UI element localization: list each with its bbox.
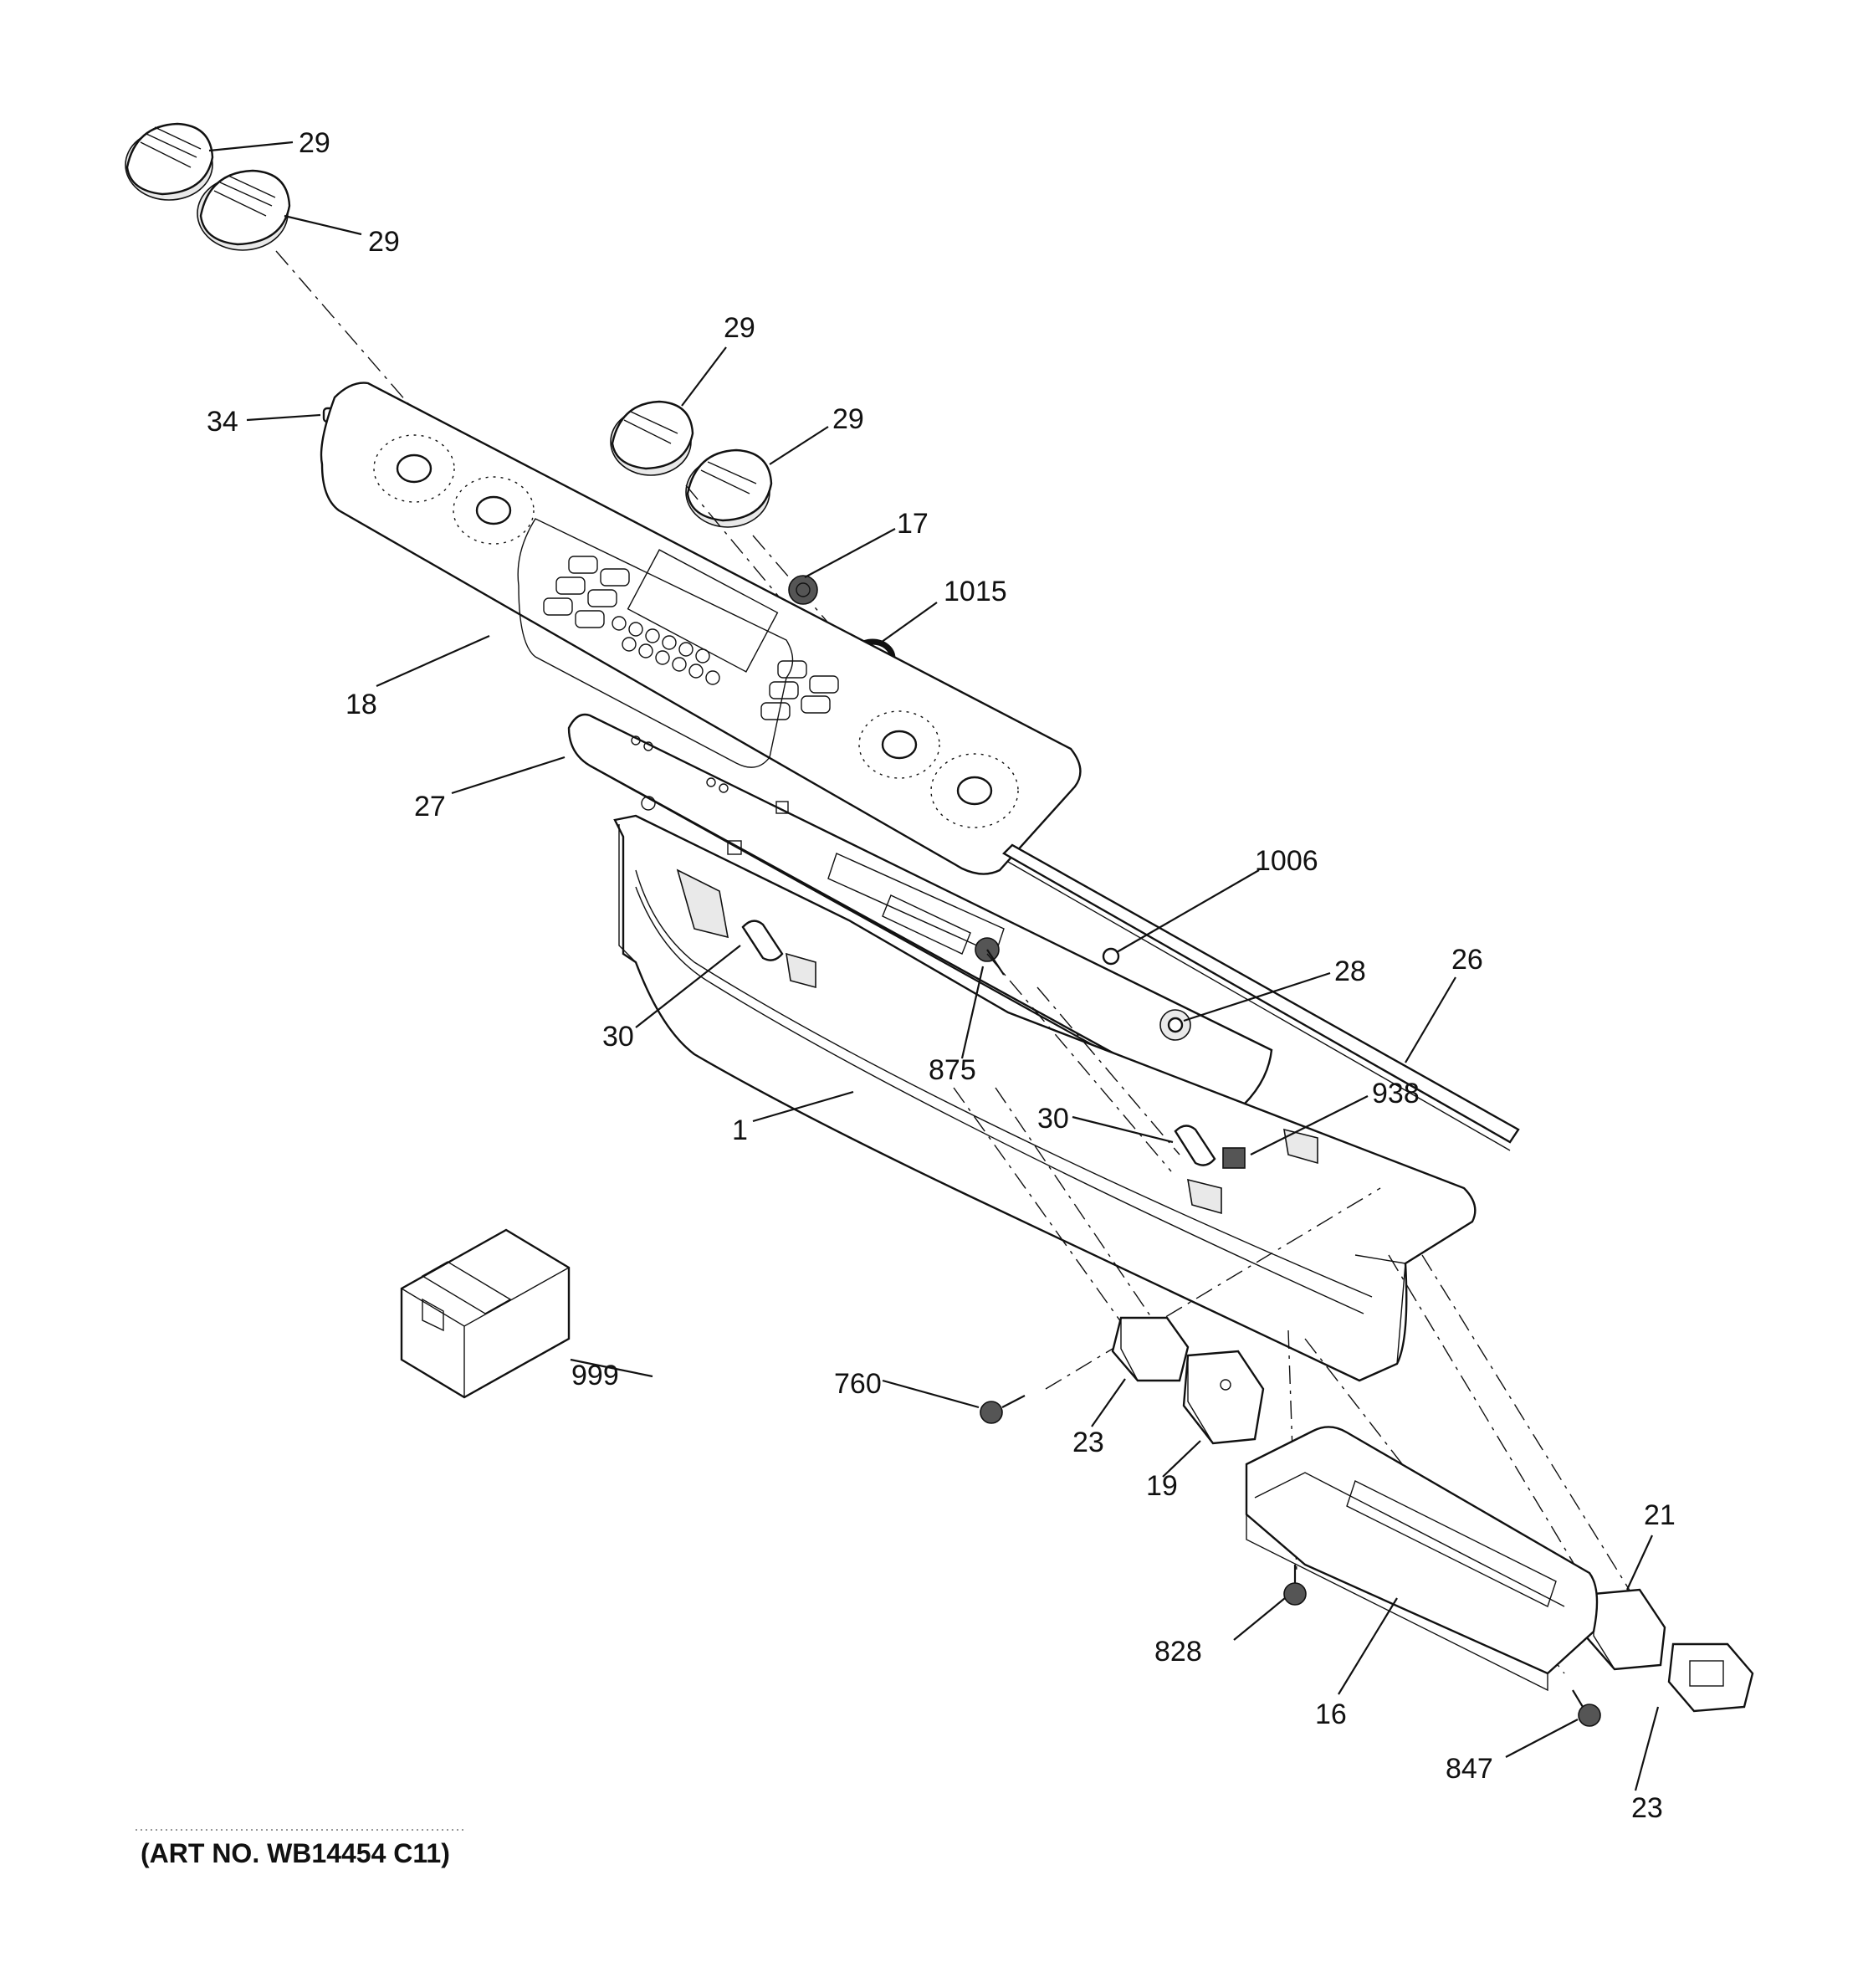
leader-lines [208, 141, 1660, 1791]
callout-19: 19 [1146, 1470, 1178, 1502]
art-number: (ART NO. WB14454 C11) [141, 1838, 450, 1868]
control-panel-18[interactable] [320, 382, 1082, 875]
knob-29-second[interactable] [197, 169, 291, 251]
part-17-nut[interactable] [788, 575, 818, 605]
knob-29-top-left[interactable] [125, 122, 214, 201]
callout-1015: 1015 [944, 576, 1007, 607]
trim-strip-26[interactable] [1002, 843, 1520, 1151]
screw-828[interactable] [1283, 1565, 1307, 1606]
callout-938: 938 [1372, 1078, 1420, 1109]
callout-17: 17 [897, 508, 929, 540]
callout-1: 1 [732, 1114, 748, 1146]
callout-760: 760 [834, 1368, 882, 1400]
callout-30: 30 [1037, 1103, 1069, 1135]
callout-23: 23 [1631, 1792, 1663, 1824]
callout-875: 875 [929, 1054, 976, 1086]
screw-760[interactable] [980, 1395, 1026, 1424]
control-board-16[interactable] [1245, 1426, 1599, 1692]
relay-23-left[interactable] [1111, 1316, 1190, 1382]
knob-29-middle-right[interactable] [685, 448, 773, 528]
lamp-30-right[interactable] [1174, 1125, 1216, 1166]
callout-29: 29 [832, 403, 864, 435]
knob-axis-line-2 [752, 535, 963, 779]
callout-29: 29 [299, 127, 330, 159]
box-999[interactable] [400, 1228, 571, 1399]
relay-19[interactable] [1182, 1350, 1265, 1445]
screw-847[interactable] [1572, 1689, 1601, 1727]
relay-23-right[interactable] [1667, 1642, 1754, 1713]
callout-34: 34 [207, 406, 238, 438]
callout-28: 28 [1334, 956, 1366, 987]
lamp-30-left[interactable] [741, 920, 784, 961]
callout-16: 16 [1315, 1699, 1347, 1730]
callout-30: 30 [602, 1021, 634, 1053]
callout-847: 847 [1446, 1753, 1493, 1785]
callout-29: 29 [724, 312, 755, 344]
callout-labels: 29 29 29 29 34 17 1015 18 27 1006 28 26 … [207, 127, 1676, 1824]
callout-828: 828 [1154, 1636, 1202, 1668]
knob-29-middle-left[interactable] [610, 400, 694, 476]
callout-18: 18 [345, 689, 377, 720]
console-body-1[interactable] [613, 814, 1477, 1382]
knob-axis-line [275, 250, 494, 503]
callout-27: 27 [414, 791, 446, 822]
part-938-block[interactable] [1222, 1147, 1246, 1169]
callout-21: 21 [1644, 1499, 1676, 1531]
callout-23: 23 [1072, 1427, 1104, 1458]
screw-875[interactable] [975, 937, 1005, 976]
callout-29: 29 [368, 226, 400, 258]
callout-1006: 1006 [1255, 845, 1318, 877]
callout-26: 26 [1451, 944, 1483, 976]
callout-999: 999 [571, 1360, 619, 1391]
grommet-1006[interactable] [1102, 947, 1120, 966]
switch-28[interactable] [1159, 1009, 1191, 1041]
